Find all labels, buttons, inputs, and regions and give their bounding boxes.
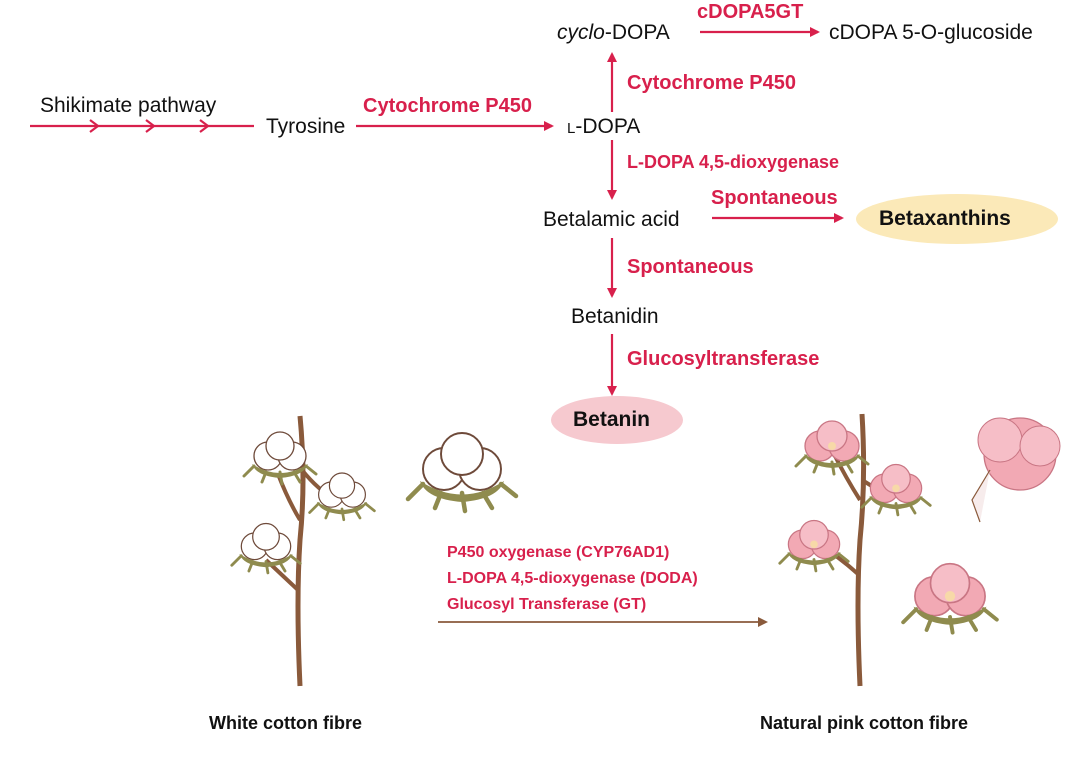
betaxanthins-oval <box>856 194 1058 244</box>
spontaneous-horizontal-label: Spontaneous <box>711 187 838 209</box>
pink-boll-large <box>901 561 999 635</box>
pink-boll <box>778 519 850 573</box>
white-boll-large <box>408 433 516 511</box>
shikimate-label: Shikimate pathway <box>40 94 217 117</box>
pink-cotton-label: Natural pink cotton fibre <box>760 713 969 733</box>
cyclo-dopa-label: cyclo-DOPA <box>557 21 670 44</box>
pink-boll <box>794 419 870 476</box>
betaxanthins-label: Betaxanthins <box>879 207 1011 230</box>
shikimate-chevron-3 <box>199 119 210 133</box>
shikimate-chevron-2 <box>145 119 156 133</box>
gene-cyp76ad1: P450 oxygenase (CYP76AD1) <box>447 544 670 561</box>
betanin-oval <box>551 396 683 444</box>
pink-boll-detached <box>971 417 1061 523</box>
betanidin-label: Betanidin <box>571 305 659 328</box>
doda-enzyme-label: L-DOPA 4,5-dioxygenase <box>627 152 840 172</box>
tyrosine-label: Tyrosine <box>266 115 346 138</box>
l-dopa-label: L-DOPA <box>567 115 641 138</box>
glucosyltransferase-label: Glucosyltransferase <box>627 348 820 370</box>
gene-doda: L-DOPA 4,5-dioxygenase (DODA) <box>447 570 698 587</box>
betalamic-acid-label: Betalamic acid <box>543 208 680 231</box>
cytochrome-p450-vertical-label: Cytochrome P450 <box>627 72 796 94</box>
pink-cotton-plant <box>778 413 1061 687</box>
cdopa-glucoside-label: cDOPA 5-O-glucoside <box>829 21 1033 44</box>
white-cotton-plant <box>230 415 516 687</box>
shikimate-chevron-1 <box>89 119 100 133</box>
white-boll <box>230 522 302 575</box>
white-boll <box>308 471 376 522</box>
white-cotton-label: White cotton fibre <box>209 713 362 733</box>
cdopa5gt-label: cDOPA5GT <box>697 1 804 23</box>
cytochrome-p450-horizontal-label: Cytochrome P450 <box>363 95 532 117</box>
pink-boll <box>860 463 932 517</box>
gene-gt: Glucosyl Transferase (GT) <box>447 596 647 613</box>
betanin-label: Betanin <box>573 408 651 431</box>
spontaneous-vertical-label: Spontaneous <box>627 256 754 278</box>
